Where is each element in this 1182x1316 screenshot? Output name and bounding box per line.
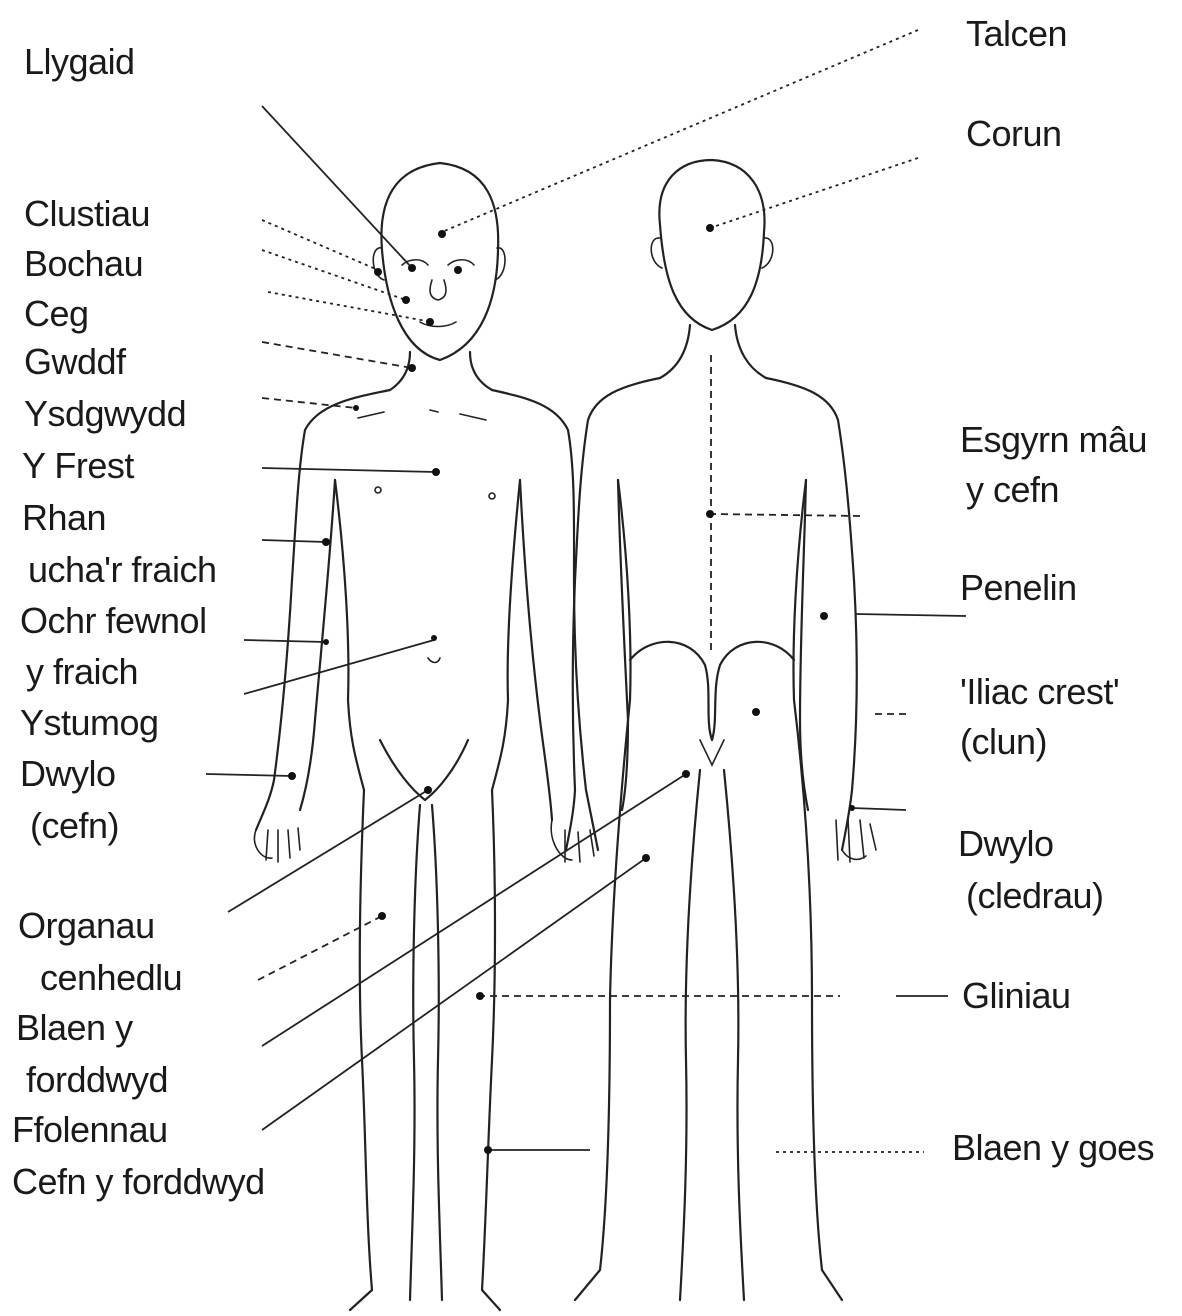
dot-gwddf — [408, 364, 416, 372]
dot-dwylo-cefn — [288, 772, 296, 780]
label-clustiau: Clustiau — [24, 196, 150, 232]
label-forddwyd: forddwyd — [26, 1062, 168, 1098]
label-blaen-y: Blaen y — [16, 1010, 133, 1046]
leader-esgyrn-mau — [710, 514, 860, 516]
leader-blaen-forddwyd — [258, 916, 382, 980]
label-dwylo-right: Dwylo — [958, 826, 1054, 862]
leader-y-frest — [262, 468, 436, 472]
label-ochr-fewnol: Ochr fewnol — [20, 603, 207, 639]
leader-cefn-forddwyd — [262, 858, 646, 1130]
dot-organau — [424, 786, 432, 794]
label-talcen: Talcen — [966, 16, 1067, 52]
leader-dwylo-cledrau — [852, 808, 906, 810]
dot-clustiau — [374, 268, 382, 276]
front-figure — [254, 163, 598, 1310]
label-y-fraich: y fraich — [26, 654, 138, 690]
label-ceg: Ceg — [24, 296, 89, 332]
leader-clustiau — [262, 220, 378, 270]
dot-cefn-forddwyd — [642, 854, 650, 862]
dot-dwylo-cledrau — [849, 805, 855, 811]
leader-llygaid — [262, 106, 412, 268]
dot-esgyrn-mau — [706, 510, 714, 518]
label-esgyrn-mau: Esgyrn mâu — [960, 422, 1147, 458]
dot-llygaid — [408, 264, 416, 272]
label-cefn: (cefn) — [30, 808, 119, 844]
leader-dwylo-cefn — [206, 774, 292, 776]
leader-talcen — [442, 30, 918, 232]
label-rhan: Rhan — [22, 500, 106, 536]
dot-y-frest — [432, 468, 440, 476]
dot-ceg — [426, 318, 434, 326]
dot-blaen-goes — [484, 1146, 492, 1154]
dot-penelin — [820, 612, 828, 620]
label-dwylo-left: Dwylo — [20, 756, 116, 792]
dot-blaen-forddwyd — [378, 912, 386, 920]
label-gliniau: Gliniau — [962, 978, 1071, 1014]
label-bochau: Bochau — [24, 246, 143, 282]
back-figure — [566, 160, 876, 1300]
label-y-frest: Y Frest — [22, 448, 134, 484]
leader-lines — [206, 30, 966, 1152]
leader-penelin — [856, 614, 966, 616]
label-ysdgwydd: Ysdgwydd — [24, 396, 186, 432]
dot-iliac-crest — [752, 708, 760, 716]
dot-ffolennau — [682, 770, 690, 778]
label-blaen-y-goes: Blaen y goes — [952, 1130, 1154, 1166]
leader-gwddf — [262, 342, 412, 368]
label-penelin: Penelin — [960, 570, 1077, 606]
label-corun: Corun — [966, 116, 1062, 152]
dot-gliniau — [476, 992, 484, 1000]
label-iliac-crest: 'Iliac crest' — [960, 674, 1119, 710]
dot-ochr-fewnol — [323, 639, 329, 645]
label-y-cefn: y cefn — [966, 472, 1059, 508]
dot-ystumog — [431, 635, 437, 641]
label-llygaid: Llygaid — [24, 44, 135, 80]
dot-ysdgwydd — [353, 405, 359, 411]
dot-eye — [454, 266, 462, 274]
dot-corun — [706, 224, 714, 232]
label-ffolennau: Ffolennau — [12, 1112, 168, 1148]
label-ucha-r-fraich: ucha'r fraich — [28, 552, 216, 588]
leader-ystumog — [244, 640, 434, 694]
label-cefn-y-forddwyd: Cefn y forddwyd — [12, 1164, 265, 1200]
label-ystumog: Ystumog — [20, 705, 159, 741]
label-cledrau: (cledrau) — [966, 878, 1104, 914]
dot-bochau — [402, 296, 410, 304]
label-gwddf: Gwddf — [24, 344, 126, 380]
leader-ffolennau — [262, 774, 686, 1046]
marker-dots — [288, 224, 855, 1154]
dot-talcen — [438, 230, 446, 238]
label-cenhedlu: cenhedlu — [40, 960, 182, 996]
leader-ochr-fewnol — [244, 640, 326, 642]
dot-rhan-ucha — [322, 538, 330, 546]
label-clun: (clun) — [960, 724, 1047, 760]
leader-rhan-ucha — [262, 540, 326, 542]
label-organau: Organau — [18, 908, 155, 944]
